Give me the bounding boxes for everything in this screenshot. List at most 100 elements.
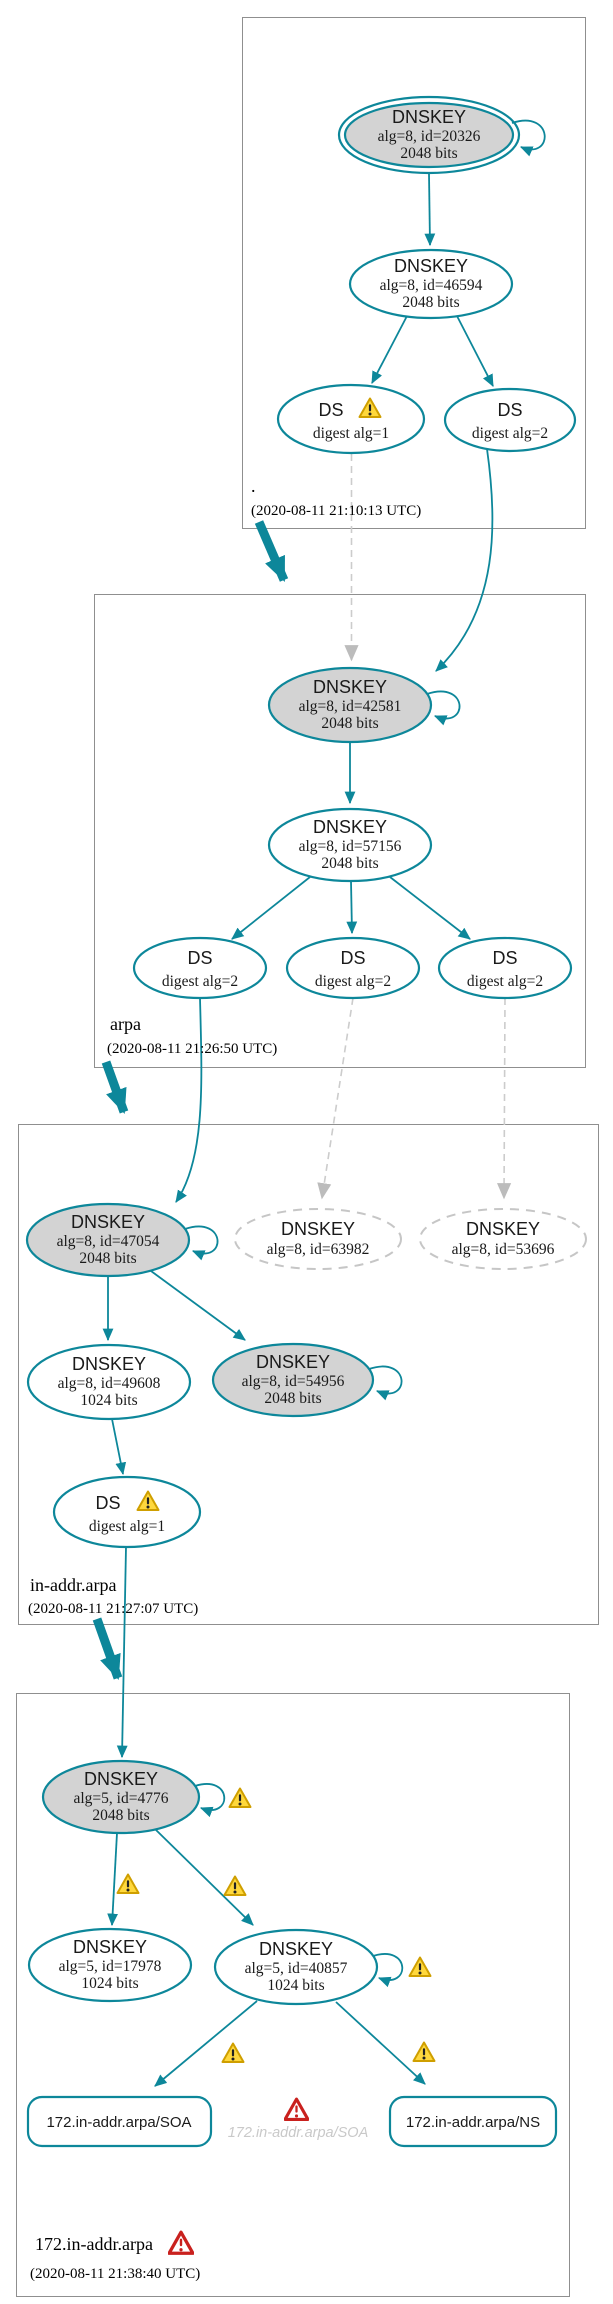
node-detail: digest alg=1 <box>89 1518 165 1535</box>
edge-root-ksk-selfsig <box>511 119 546 157</box>
node-bits: 2048 bits <box>321 715 378 732</box>
rrset-missing-label: 172.in-addr.arpa/SOA <box>228 2125 369 2141</box>
zone-timestamp-172-in-addr-arpa: (2020-08-11 21:38:40 UTC) <box>30 2266 200 2282</box>
node-dnskey-46594[interactable]: DNSKEY alg=8, id=46594 2048 bits <box>348 248 514 320</box>
node-detail: alg=5, id=17978 <box>59 1958 162 1975</box>
node-dnskey-17978[interactable]: DNSKEY alg=5, id=17978 1024 bits <box>27 1927 193 2003</box>
edge-in-addr-ksk-selfsig <box>184 1225 219 1261</box>
node-bits: 2048 bits <box>402 294 459 311</box>
node-dnskey-53696-missing[interactable]: DNSKEY alg=8, id=53696 <box>419 1208 587 1270</box>
ds-ellipse <box>285 936 421 1000</box>
zsk-ellipse <box>27 1927 193 2003</box>
zone-timestamp-arpa: (2020-08-11 21:26:50 UTC) <box>107 1041 277 1057</box>
node-dnskey-4776[interactable]: DNSKEY alg=5, id=4776 2048 bits <box>41 1759 201 1835</box>
node-dnskey-42581[interactable]: DNSKEY alg=8, id=42581 2048 bits <box>267 666 433 744</box>
zsk-ellipse <box>26 1343 192 1421</box>
node-ds-digest-alg-1[interactable]: DS digest alg=1 <box>276 383 426 455</box>
delegation-root-to-arpa <box>254 520 289 582</box>
warning-icon <box>228 1787 252 1808</box>
node-bits: 2048 bits <box>321 855 378 872</box>
ds-ellipse <box>437 936 573 1000</box>
warning-icon <box>412 2041 436 2062</box>
rrset-label: 172.in-addr.arpa/SOA <box>46 2114 191 2131</box>
edge-172-zsk2-selfsig <box>372 1953 404 1988</box>
node-detail: alg=8, id=57156 <box>299 838 402 855</box>
zsk-ellipse <box>348 248 514 320</box>
node-ds-digest-alg-2[interactable]: DS digest alg=2 <box>443 387 577 453</box>
edge-172-zsk2-to-ns <box>335 2001 426 2085</box>
ksk-ellipse <box>267 666 433 744</box>
zone-172-in-addr-arpa: DNSKEY alg=5, id=4776 2048 bits DNSKEY a… <box>26 1759 558 2282</box>
zone-box-root <box>242 17 586 529</box>
edge-arpa-ds1-to-in-addr-ksk <box>175 997 203 1203</box>
node-title: DS <box>497 400 522 420</box>
node-detail: alg=8, id=47054 <box>57 1233 160 1250</box>
zone-label-arpa: arpa <box>110 1014 141 1034</box>
node-bits: 1024 bits <box>81 1975 138 1992</box>
node-bits: 1024 bits <box>80 1392 137 1409</box>
node-ds-1[interactable]: DS digest alg=2 <box>132 936 268 1000</box>
node-title: DNSKEY <box>392 107 466 127</box>
node-title: DS <box>95 1493 120 1513</box>
node-dnskey-57156[interactable]: DNSKEY alg=8, id=57156 2048 bits <box>267 807 433 883</box>
node-rrset-soa[interactable]: 172.in-addr.arpa/SOA <box>26 2095 213 2148</box>
edge-arpa-zsk-to-ds3 <box>389 876 471 940</box>
rrset-box <box>388 2095 558 2148</box>
node-dnskey-49608[interactable]: DNSKEY alg=8, id=49608 1024 bits <box>26 1343 192 1421</box>
node-dnskey-40857[interactable]: DNSKEY alg=5, id=40857 1024 bits <box>213 1928 379 2006</box>
node-detail: alg=8, id=54956 <box>242 1373 345 1390</box>
node-ds-digest-alg-1[interactable]: DS digest alg=1 <box>52 1475 202 1549</box>
edge-172-zsk2-to-soa <box>154 2000 258 2087</box>
node-dnskey-54956[interactable]: DNSKEY alg=8, id=54956 2048 bits <box>211 1342 375 1418</box>
node-detail: alg=8, id=49608 <box>58 1375 161 1392</box>
rrset-label: 172.in-addr.arpa/NS <box>406 2114 540 2131</box>
zsk-ellipse <box>267 807 433 883</box>
node-title: DNSKEY <box>313 817 387 837</box>
node-bits: 2048 bits <box>79 1250 136 1267</box>
edge-in-addr-ds-to-172-ksk <box>116 1546 128 1759</box>
node-title: DNSKEY <box>84 1769 158 1789</box>
node-detail: digest alg=2 <box>472 425 548 442</box>
ksk-ellipse <box>41 1759 201 1835</box>
node-dnskey-47054[interactable]: DNSKEY alg=8, id=47054 2048 bits <box>25 1202 191 1278</box>
edge-arpa-ds2-to-missing-key <box>317 997 354 1200</box>
node-title: DNSKEY <box>73 1937 147 1957</box>
delegation-in-addr-to-172 <box>92 1617 123 1681</box>
node-title: DS <box>187 948 212 968</box>
node-dnskey-63982-missing[interactable]: DNSKEY alg=8, id=63982 <box>234 1208 402 1270</box>
ds-ellipse <box>132 936 268 1000</box>
ksk-outer-ring <box>337 95 521 175</box>
node-detail: digest alg=2 <box>162 973 238 990</box>
warning-icon <box>408 1956 432 1977</box>
node-dnskey-20326[interactable]: DNSKEY alg=8, id=20326 2048 bits <box>337 95 521 175</box>
node-title: DNSKEY <box>71 1212 145 1232</box>
node-title: DNSKEY <box>466 1219 540 1239</box>
error-icon <box>168 2230 194 2255</box>
ds-ellipse <box>276 383 426 455</box>
node-title: DS <box>492 948 517 968</box>
node-ds-2[interactable]: DS digest alg=2 <box>285 936 421 1000</box>
node-rrset-ns[interactable]: 172.in-addr.arpa/NS <box>388 2095 558 2148</box>
edge-arpa-ds3-to-missing-key <box>496 997 512 1200</box>
node-rrset-soa-missing: 172.in-addr.arpa/SOA <box>228 2097 369 2141</box>
zone-label-in-addr-arpa: in-addr.arpa <box>30 1575 116 1595</box>
error-icon <box>284 2097 309 2121</box>
edge-root-ds2-to-arpa-ksk <box>435 448 494 672</box>
node-ds-3[interactable]: DS digest alg=2 <box>437 936 573 1000</box>
node-title: DS <box>340 948 365 968</box>
zone-box-arpa <box>94 594 586 1068</box>
ksk-ellipse <box>25 1202 191 1278</box>
zone-box-in-addr-arpa <box>18 1124 599 1625</box>
node-title: DNSKEY <box>313 677 387 697</box>
node-detail: alg=8, id=20326 <box>378 128 481 145</box>
edge-arpa-zsk-to-ds2 <box>346 880 358 935</box>
node-detail: alg=8, id=42581 <box>299 698 402 715</box>
edge-in-addr-zsk2-selfsig <box>368 1365 403 1401</box>
edge-172-ksk-to-zsk1 <box>107 1832 119 1927</box>
node-detail: alg=8, id=46594 <box>380 277 483 294</box>
node-detail: alg=5, id=40857 <box>245 1960 348 1977</box>
node-bits: 2048 bits <box>264 1390 321 1407</box>
zone-root: DNSKEY alg=8, id=20326 2048 bits DNSKEY … <box>251 95 577 519</box>
